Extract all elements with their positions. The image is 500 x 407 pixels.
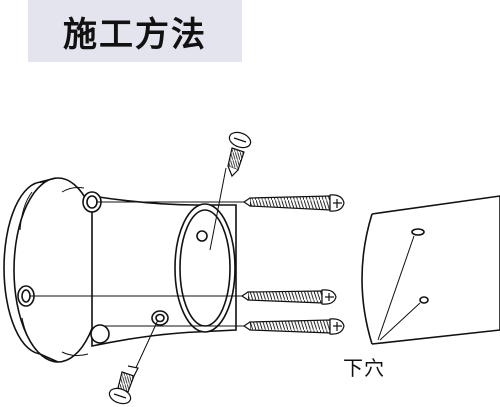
flange-socket — [3, 177, 237, 363]
guide-lines — [30, 167, 250, 373]
socket-side-hole — [196, 230, 208, 242]
page-title: 施工方法 — [63, 14, 207, 55]
socket-rim-inner — [179, 209, 231, 327]
tapping-screw-bottom — [108, 365, 139, 405]
wood-screw-top — [242, 194, 345, 212]
pilot-hole-label: 下穴 — [343, 356, 385, 380]
flange-bottom-hole — [90, 324, 110, 344]
tapping-screw-top — [227, 131, 252, 178]
pilot-hole-top — [411, 228, 425, 236]
wood-screw-bottom — [242, 318, 345, 335]
pole — [361, 195, 500, 345]
pilot-hole-bottom — [419, 296, 429, 304]
wood-screw-middle — [240, 289, 337, 305]
pilot-hole-callout-lines — [377, 235, 421, 341]
title-banner: 施工方法 — [28, 0, 242, 62]
